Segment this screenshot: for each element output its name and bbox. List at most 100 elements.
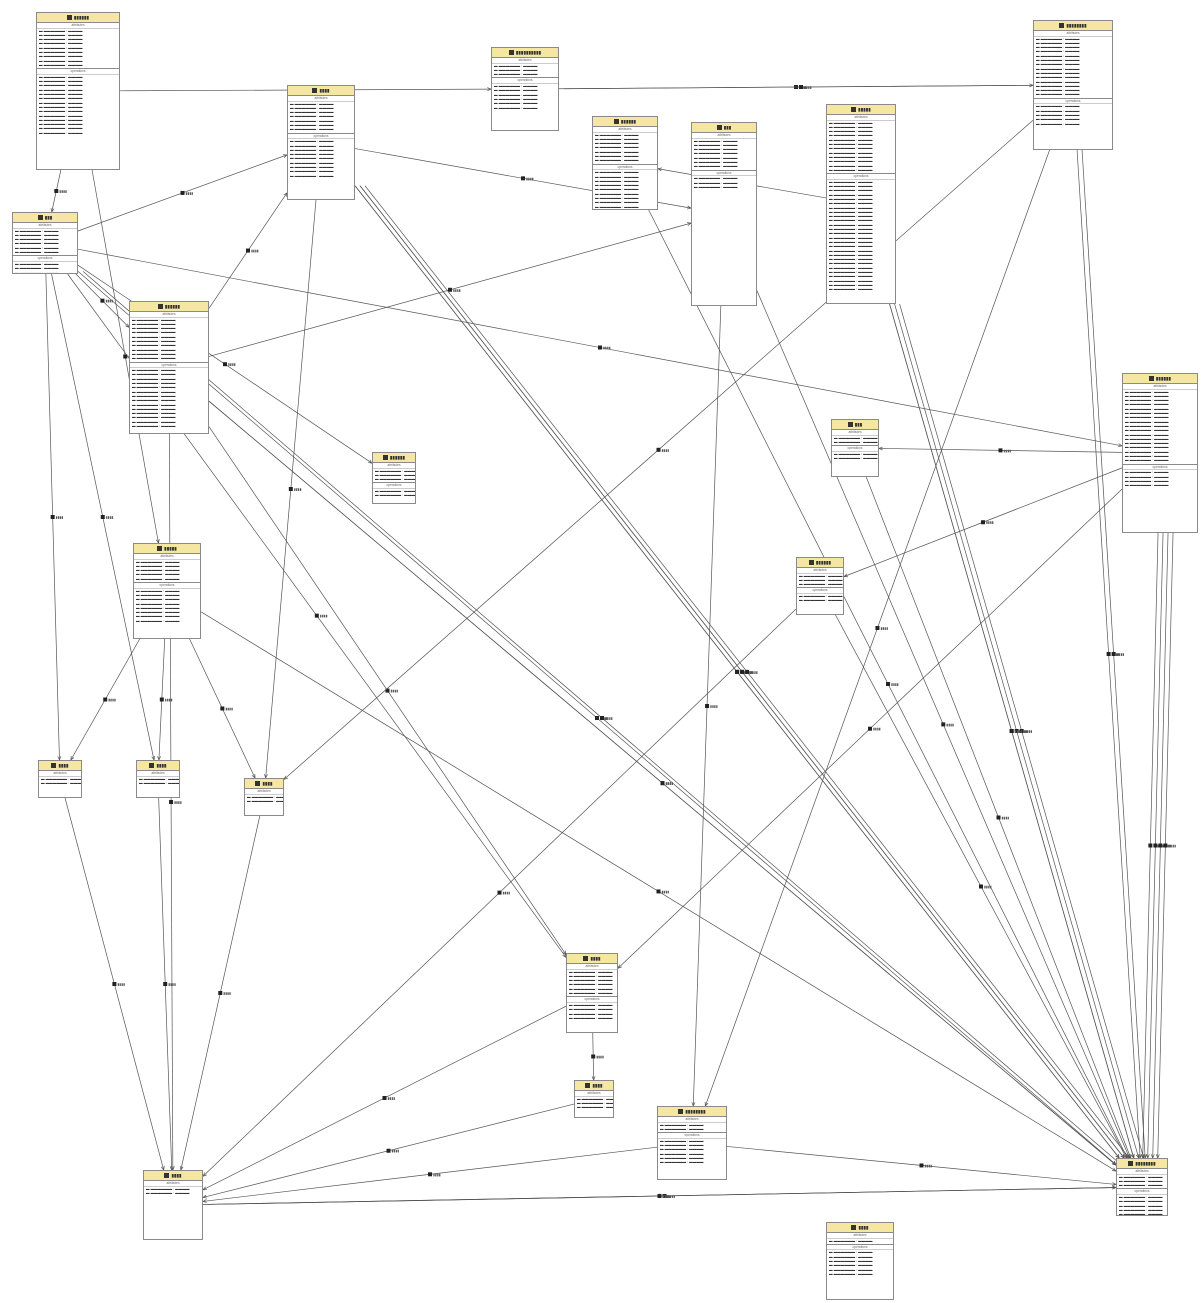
section-label: operations bbox=[134, 583, 200, 589]
association-marker bbox=[875, 626, 880, 630]
member-row: ▬ ▬▬▬▬▬▬ : ▬▬▬▬ bbox=[1125, 432, 1169, 437]
class-header: ▮▮▮▮▮▮ bbox=[37, 13, 119, 23]
member-row: ▬ ▬▬▬▬▬▬ : ▬▬▬▬ bbox=[1119, 1183, 1163, 1188]
association-marker bbox=[745, 669, 750, 674]
class-box[interactable]: ▮▮▮▮▮▮▮▮▮▮attributes▬ ▬▬▬▬▬▬ : ▬▬▬▬▬ ▬▬▬… bbox=[491, 47, 559, 131]
class-box[interactable]: ▮▮▮▮▮▮attributes▬ ▬▬▬▬▬▬ : ▬▬▬▬▬ ▬▬▬▬▬▬ … bbox=[592, 116, 658, 210]
class-icon bbox=[847, 422, 853, 427]
member-row: ▬ ▬▬▬▬▬▬ : ▬▬▬▬ bbox=[290, 114, 334, 119]
association-label: ▮▮▮▮ bbox=[804, 86, 812, 90]
member-row: ▬ ▬▬▬▬▬▬ : ▬▬▬▬ bbox=[494, 63, 538, 68]
class-header: ▮▮▮▮ bbox=[245, 779, 283, 789]
member-row: ▬ ▬▬▬▬▬▬ : ▬▬▬▬ bbox=[569, 986, 613, 991]
class-box[interactable]: ▮▮▮▮attributes▬ ▬▬▬▬▬▬ : ▬▬▬▬▬ ▬▬▬▬▬▬ : … bbox=[136, 760, 180, 798]
association-label: ▮▮▮▮ bbox=[223, 992, 231, 996]
class-box[interactable]: ▮▮▮▮attributes▬ ▬▬▬▬▬▬ : ▬▬▬▬▬ ▬▬▬▬▬▬ : … bbox=[566, 953, 618, 1033]
section-label: attributes bbox=[827, 115, 895, 121]
section-label: operations bbox=[130, 363, 208, 369]
section-label: operations bbox=[1123, 465, 1197, 471]
class-name: ▮▮▮ bbox=[854, 422, 863, 427]
association-marker bbox=[521, 176, 525, 181]
member-row: ▬ ▬▬▬▬▬▬ : ▬▬▬▬ bbox=[290, 165, 334, 170]
member-row: ▬ ▬▬▬▬▬▬ : ▬▬▬▬ bbox=[1125, 441, 1169, 446]
member-row: ▬ ▬▬▬▬▬▬ : ▬▬▬▬ bbox=[15, 261, 59, 266]
association-marker bbox=[941, 722, 946, 727]
class-box[interactable]: ▮▮▮▮▮attributes▬ ▬▬▬▬▬▬ : ▬▬▬▬▬ ▬▬▬▬▬▬ :… bbox=[133, 543, 201, 639]
member-row: ▬ ▬▬▬▬▬▬ : ▬▬▬▬ bbox=[132, 419, 176, 424]
class-name: ▮▮▮▮▮▮ bbox=[815, 560, 832, 565]
section-label: operations bbox=[827, 174, 895, 180]
member-row: ▬ ▬▬▬▬▬▬ : ▬▬▬▬ bbox=[1119, 1203, 1163, 1208]
member-row: ▬ ▬▬▬▬▬▬ : ▬▬▬▬ bbox=[39, 83, 83, 88]
class-box[interactable]: ▮▮▮▮▮attributes▬ ▬▬▬▬▬▬ : ▬▬▬▬▬ ▬▬▬▬▬▬ :… bbox=[826, 104, 896, 304]
class-box[interactable]: ▮▮▮attributes▬ ▬▬▬▬▬▬ : ▬▬▬▬▬ ▬▬▬▬▬▬ : ▬… bbox=[12, 212, 78, 274]
member-row: ▬ ▬▬▬▬▬▬ : ▬▬▬▬ bbox=[569, 978, 613, 983]
member-row: ▬ ▬▬▬▬▬▬ : ▬▬▬▬ bbox=[15, 237, 59, 242]
class-header: ▮▮▮▮▮▮▮▮ bbox=[1034, 21, 1112, 31]
member-row: ▬ ▬▬▬▬▬▬ : ▬▬▬▬ bbox=[1036, 53, 1080, 58]
member-row: ▬ ▬▬▬▬▬▬ : ▬▬▬▬ bbox=[660, 1151, 704, 1156]
class-box[interactable]: ▮▮▮▮▮▮attributes▬ ▬▬▬▬▬▬ : ▬▬▬▬▬ ▬▬▬▬▬▬ … bbox=[796, 557, 844, 615]
member-row: ▬ ▬▬▬▬▬▬ : ▬▬▬▬ bbox=[290, 105, 334, 110]
member-row: ▬ ▬▬▬▬▬▬ : ▬▬▬▬ bbox=[1125, 398, 1169, 403]
member-row: ▬ ▬▬▬▬▬▬ : ▬▬▬▬ bbox=[136, 597, 180, 602]
class-header: ▮▮▮▮ bbox=[288, 86, 354, 96]
member-row: ▬ ▬▬▬▬▬▬ : ▬▬▬▬ bbox=[829, 1259, 873, 1264]
class-box[interactable]: ▮▮▮attributes▬ ▬▬▬▬▬▬ : ▬▬▬▬▬ ▬▬▬▬▬▬ : ▬… bbox=[691, 122, 757, 306]
class-box[interactable]: ▮▮▮▮▮▮attributes▬ ▬▬▬▬▬▬ : ▬▬▬▬▬ ▬▬▬▬▬▬ … bbox=[36, 12, 120, 170]
class-box[interactable]: ▮▮▮attributes▬ ▬▬▬▬▬▬ : ▬▬▬▬▬ ▬▬▬▬▬▬ : ▬… bbox=[831, 419, 879, 477]
class-name: ▮▮▮▮ bbox=[858, 1225, 869, 1230]
member-row: ▬ ▬▬▬▬▬▬ : ▬▬▬▬ bbox=[595, 145, 639, 150]
member-row: ▬ ▬▬▬▬▬▬ : ▬▬▬▬ bbox=[829, 150, 873, 155]
class-box[interactable]: ▮▮▮▮▮▮attributes▬ ▬▬▬▬▬▬ : ▬▬▬▬▬ ▬▬▬▬▬▬ … bbox=[1122, 373, 1198, 533]
class-box[interactable]: ▮▮▮▮attributes▬ ▬▬▬▬▬▬ : ▬▬▬▬▬ ▬▬▬▬▬▬ : … bbox=[574, 1080, 614, 1118]
class-box[interactable]: ▮▮▮▮▮▮▮▮attributes▬ ▬▬▬▬▬▬ : ▬▬▬▬▬ ▬▬▬▬▬… bbox=[657, 1106, 727, 1180]
member-row: ▬ ▬▬▬▬▬▬ : ▬▬▬▬ bbox=[577, 1096, 613, 1101]
association-marker bbox=[886, 682, 891, 686]
association-label: ▮▮▮▮ bbox=[666, 782, 674, 786]
class-box[interactable]: ▮▮▮▮▮▮▮▮attributes▬ ▬▬▬▬▬▬ : ▬▬▬▬▬ ▬▬▬▬▬… bbox=[1116, 1158, 1168, 1216]
member-row: ▬ ▬▬▬▬▬▬ : ▬▬▬▬ bbox=[132, 406, 176, 411]
class-name: ▮▮▮▮ bbox=[590, 956, 601, 961]
class-box[interactable]: ▮▮▮▮attributes▬ ▬▬▬▬▬▬ : ▬▬▬▬▬ ▬▬▬▬▬▬ : … bbox=[38, 760, 82, 798]
member-row: ▬ ▬▬▬▬▬▬ : ▬▬▬▬ bbox=[375, 468, 415, 473]
member-row: ▬ ▬▬▬▬▬▬ : ▬▬▬▬ bbox=[829, 1267, 873, 1272]
member-row: ▬ ▬▬▬▬▬▬ : ▬▬▬▬ bbox=[829, 133, 873, 138]
association-label: ▮▮▮▮ bbox=[1117, 653, 1125, 657]
class-icon bbox=[164, 1173, 170, 1178]
section-label: operations bbox=[827, 1245, 893, 1251]
association-marker bbox=[919, 1163, 924, 1168]
association-label: ▮▮▮▮ bbox=[873, 727, 881, 731]
member-row: ▬ ▬▬▬▬▬▬ : ▬▬▬▬ bbox=[1125, 436, 1169, 441]
member-row: ▬ ▬▬▬▬▬▬ : ▬▬▬▬ bbox=[829, 163, 873, 168]
member-row: ▬ ▬▬▬▬▬▬ : ▬▬▬▬ bbox=[132, 381, 176, 386]
association-marker bbox=[1148, 843, 1153, 848]
association-label: ▮▮▮▮ bbox=[663, 1194, 671, 1198]
member-row: ▬ ▬▬▬▬▬▬ : ▬▬▬▬ bbox=[375, 472, 415, 477]
member-row: ▬ ▬▬▬▬▬▬ : ▬▬▬▬ bbox=[694, 151, 738, 156]
class-box[interactable]: ▮▮▮▮attributes▬ ▬▬▬▬▬▬ : ▬▬▬▬▬ ▬▬▬▬▬▬ : … bbox=[287, 85, 355, 200]
class-box[interactable]: ▮▮▮▮attributes▬ ▬▬▬▬▬▬ : ▬▬▬▬▬ ▬▬▬▬▬▬ : … bbox=[143, 1170, 203, 1240]
member-row: ▬ ▬▬▬▬▬▬ : ▬▬▬▬ bbox=[1125, 406, 1169, 411]
class-box[interactable]: ▮▮▮▮attributes▬ ▬▬▬▬▬▬ : ▬▬▬▬operations▬… bbox=[826, 1222, 894, 1300]
association-label: ▮▮▮▮ bbox=[1168, 844, 1176, 848]
section-label: operations bbox=[13, 256, 77, 262]
member-row: ▬ ▬▬▬▬▬▬ : ▬▬▬▬ bbox=[829, 1250, 873, 1255]
class-box[interactable]: ▮▮▮▮▮▮▮▮attributes▬ ▬▬▬▬▬▬ : ▬▬▬▬▬ ▬▬▬▬▬… bbox=[1033, 20, 1113, 150]
member-row: ▬ ▬▬▬▬▬▬ : ▬▬▬▬ bbox=[595, 154, 639, 159]
member-row: ▬ ▬▬▬▬▬▬ : ▬▬▬▬ bbox=[1125, 402, 1169, 407]
class-box[interactable]: ▮▮▮▮▮▮attributes▬ ▬▬▬▬▬▬ : ▬▬▬▬▬ ▬▬▬▬▬▬ … bbox=[372, 452, 416, 504]
member-row: ▬ ▬▬▬▬▬▬ : ▬▬▬▬ bbox=[1036, 66, 1080, 71]
association-marker bbox=[428, 1172, 432, 1177]
association-marker bbox=[656, 889, 661, 894]
member-row: ▬ ▬▬▬▬▬▬ : ▬▬▬▬ bbox=[146, 1186, 190, 1191]
member-row: ▬ ▬▬▬▬▬▬ : ▬▬▬▬ bbox=[132, 385, 176, 390]
class-box[interactable]: ▮▮▮▮attributes▬ ▬▬▬▬▬▬ : ▬▬▬▬▬ ▬▬▬▬▬▬ : … bbox=[244, 778, 284, 816]
member-row: ▬ ▬▬▬▬▬▬ : ▬▬▬▬ bbox=[829, 235, 873, 240]
member-row: ▬ ▬▬▬▬▬▬ : ▬▬▬▬ bbox=[834, 451, 878, 456]
member-row: ▬ ▬▬▬▬▬▬ : ▬▬▬▬ bbox=[39, 109, 83, 114]
section-label: operations bbox=[797, 588, 843, 595]
member-row: ▬ ▬▬▬▬▬▬ : ▬▬▬▬ bbox=[569, 969, 613, 974]
class-box[interactable]: ▮▮▮▮▮▮attributes▬ ▬▬▬▬▬▬ : ▬▬▬▬▬ ▬▬▬▬▬▬ … bbox=[129, 301, 209, 434]
section-label: attributes bbox=[1123, 384, 1197, 390]
